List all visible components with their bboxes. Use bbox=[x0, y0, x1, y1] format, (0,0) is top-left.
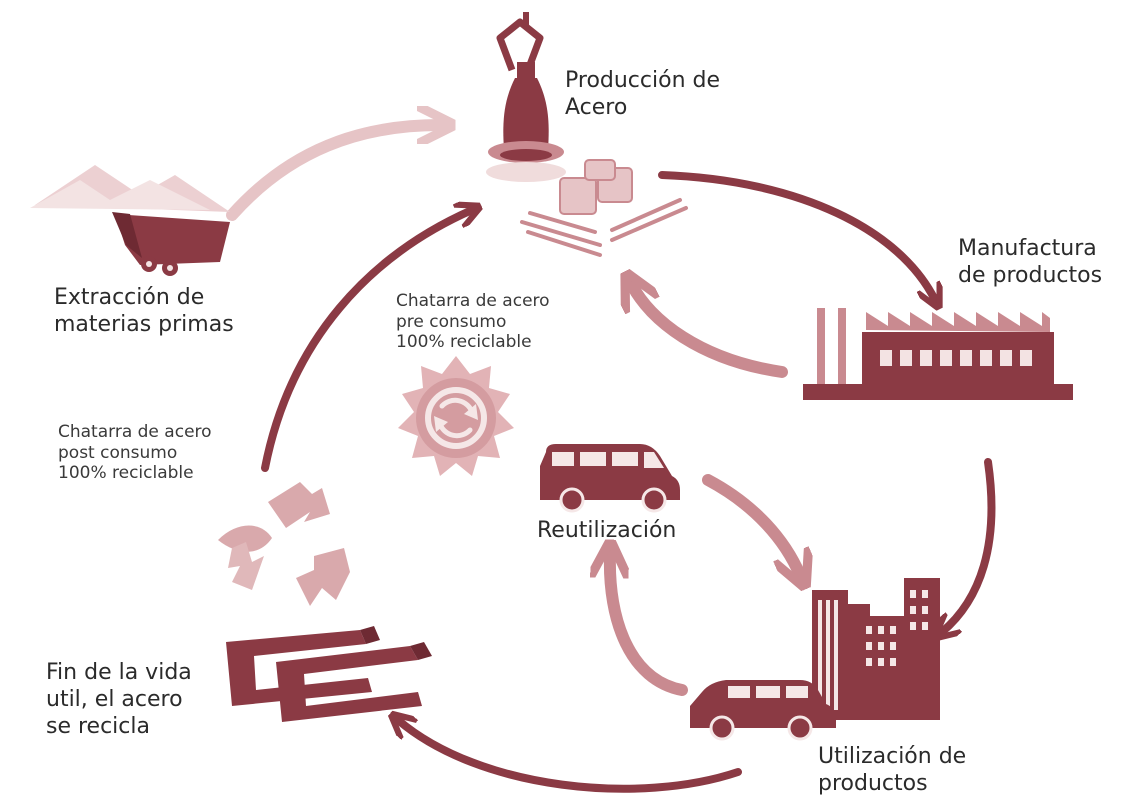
cycle-arrows bbox=[226, 125, 996, 793]
manufacturing-line1: Manufactura bbox=[958, 236, 1097, 261]
end-of-life-line1: Fin de la vida bbox=[46, 660, 192, 685]
recycle-gear-icon bbox=[398, 356, 514, 476]
arrow-manufacturing-to-use bbox=[942, 458, 996, 632]
product-use-line1: Utilización de bbox=[818, 744, 967, 769]
arrow-manufacturing-to-production bbox=[632, 285, 788, 378]
arrow-recycle-to-production bbox=[261, 210, 472, 472]
steel-beams-icon bbox=[226, 626, 432, 722]
steel-production-line2: Acero bbox=[565, 94, 628, 120]
car-icon bbox=[690, 680, 836, 741]
steel-production-line1: Producción de bbox=[565, 68, 721, 93]
city-buildings-icon bbox=[812, 578, 940, 720]
manufacturing-line2: de productos bbox=[958, 262, 1103, 288]
stage-label-steel-production: Producción de Acero bbox=[565, 68, 720, 122]
arrow-reuse-to-use bbox=[702, 474, 800, 575]
stage-label-manufacturing: Manufactura de productos bbox=[958, 236, 1102, 290]
arrow-use-to-reuse bbox=[610, 555, 688, 696]
end-of-life-line2: util, el acero bbox=[46, 686, 183, 712]
pre-consumer-line2: pre consumo bbox=[396, 311, 507, 332]
post-consumer-line2: post consumo bbox=[58, 442, 178, 463]
stage-label-reuse: Reutilización bbox=[537, 518, 676, 545]
van-icon bbox=[540, 444, 680, 513]
end-of-life-line3: se recicla bbox=[46, 713, 150, 739]
steel-ladle-icon bbox=[486, 12, 688, 257]
post-consumer-line1: Chatarra de acero bbox=[58, 422, 212, 442]
arrow-use-to-end-of-life bbox=[398, 720, 742, 793]
factory-icon bbox=[803, 308, 1073, 400]
stage-label-extraction: Extracción de materias primas bbox=[54, 285, 234, 339]
arrow-extraction-to-production bbox=[226, 125, 440, 221]
mine-cart-icon bbox=[30, 165, 230, 276]
recycle-arrows-icon bbox=[218, 482, 350, 606]
product-use-line2: productos bbox=[818, 770, 928, 796]
reuse-label: Reutilización bbox=[537, 518, 677, 543]
note-post-consumer: Chatarra de acero post consumo 100% reci… bbox=[58, 422, 212, 484]
pre-consumer-line3: 100% reciclable bbox=[396, 332, 532, 353]
extraction-line1: Extracción de bbox=[54, 285, 205, 310]
arrow-production-to-manufacturing bbox=[658, 171, 935, 300]
stage-label-product-use: Utilización de productos bbox=[818, 744, 966, 798]
stage-label-end-of-life: Fin de la vida util, el acero se recicla bbox=[46, 660, 192, 740]
post-consumer-line3: 100% reciclable bbox=[58, 463, 194, 484]
extraction-line2: materias primas bbox=[54, 311, 234, 337]
note-pre-consumer: Chatarra de acero pre consumo 100% recic… bbox=[396, 291, 550, 353]
pre-consumer-line1: Chatarra de acero bbox=[396, 291, 550, 311]
